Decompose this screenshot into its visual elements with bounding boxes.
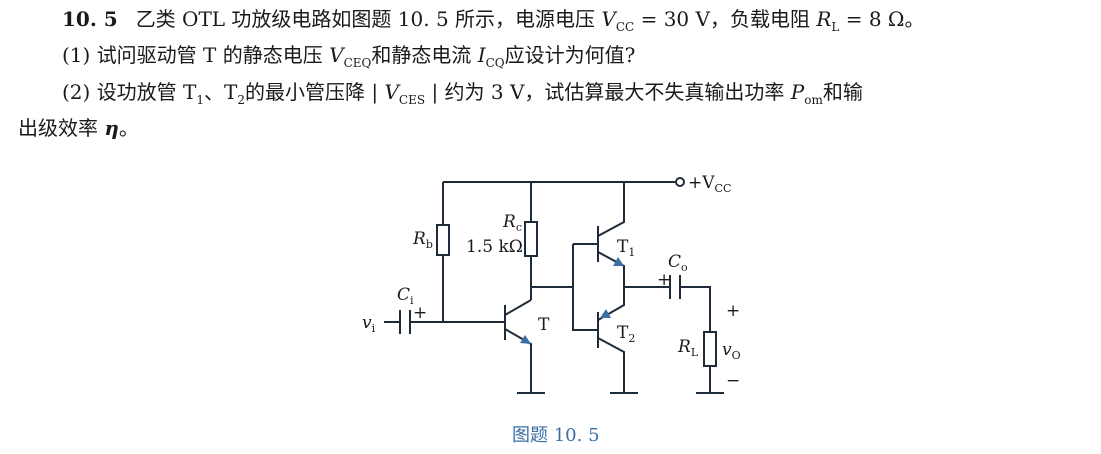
- rl-subscript: L: [831, 20, 840, 34]
- q2-text-b: 、T: [204, 80, 238, 104]
- rc-resistor: [524, 221, 538, 257]
- co-label: Co: [668, 252, 688, 274]
- t-emitter-arrow: [520, 335, 531, 344]
- t1-emitter-arrow: [613, 257, 624, 266]
- rc-value: 1.5 kΩ: [466, 237, 523, 257]
- q2-text-a: (2) 设功放管 T: [62, 80, 197, 104]
- t1-collector: [597, 182, 625, 237]
- t-collector: [504, 299, 532, 316]
- t2-collector: [597, 337, 625, 393]
- rl-label: RL: [677, 337, 699, 359]
- figure-caption: 图题 10. 5: [512, 425, 600, 446]
- question-2-continued: 出级效率 η。: [18, 115, 139, 141]
- t2-subscript: 2: [237, 93, 246, 107]
- q2-text-e: 和输: [822, 80, 863, 104]
- q1-text-c: 应设计为何值?: [504, 43, 636, 67]
- rb-label: Rb: [412, 229, 433, 251]
- t2-emitter: [597, 287, 625, 321]
- intro-text-b: = 30 V，负载电阻: [634, 7, 817, 31]
- t1-emitter: [597, 251, 625, 287]
- q2-text-d: | 约为 3 V，试估算最大不失真输出功率: [425, 80, 791, 104]
- icq-subscript: CQ: [485, 56, 505, 70]
- q1-text-b: 和静态电流: [371, 43, 478, 67]
- q2-text-g: 。: [118, 116, 139, 140]
- vcc-symbol: V: [601, 7, 616, 31]
- intro-text-c: = 8 Ω。: [839, 7, 925, 31]
- pom-subscript: om: [804, 93, 823, 107]
- t1-subscript: 1: [196, 93, 205, 107]
- rl-symbol: R: [816, 7, 832, 31]
- output-wire: [624, 286, 711, 393]
- q2-text-f: 出级效率: [18, 116, 105, 140]
- rc-label: Rc: [502, 212, 522, 234]
- problem-line-1: 10. 5 乙类 OTL 功放级电路如图题 10. 5 所示，电源电压 VCC =…: [62, 6, 924, 40]
- vo-label: vO: [722, 340, 741, 362]
- question-2: (2) 设功放管 T1、T2的最小管压降 | VCES | 约为 3 V，试估算…: [62, 79, 863, 113]
- ci-capacitor: [399, 310, 411, 334]
- base-bus: [572, 244, 598, 331]
- ci-label: Ci: [397, 285, 414, 307]
- co-capacitor: [669, 275, 681, 299]
- vcc-label: +VCC: [688, 173, 731, 195]
- vo-plus: +: [726, 301, 740, 321]
- problem-number: 10. 5: [62, 7, 118, 31]
- q1-text-a: (1) 试问驱动管 T 的静态电压: [62, 43, 330, 67]
- t2-label: T2: [617, 323, 635, 345]
- rl-resistor: [703, 331, 717, 367]
- t-label: T: [538, 315, 550, 335]
- vceq-symbol: V: [329, 43, 344, 67]
- ci-plus: +: [413, 303, 427, 323]
- pom-symbol: P: [790, 80, 805, 104]
- vo-minus: −: [726, 371, 740, 391]
- vces-subscript: CES: [398, 93, 426, 107]
- t1-label: T1: [617, 237, 635, 259]
- co-plus: +: [657, 270, 671, 290]
- icq-symbol: I: [477, 43, 486, 67]
- q2-text-c: 的最小管压降 |: [245, 80, 385, 104]
- intro-text: 乙类 OTL 功放级电路如图题 10. 5 所示，电源电压: [135, 7, 602, 31]
- t2-emitter-arrow: [600, 309, 611, 318]
- question-1: (1) 试问驱动管 T 的静态电压 VCEQ和静态电流 ICQ应设计为何值?: [62, 42, 635, 76]
- vcc-subscript: CC: [615, 20, 635, 34]
- rb-resistor: [436, 224, 450, 256]
- vcc-terminal: [675, 177, 685, 187]
- vces-symbol: V: [384, 80, 399, 104]
- vceq-subscript: CEQ: [343, 56, 372, 70]
- vi-label: vi: [362, 313, 376, 335]
- eta-symbol: η: [104, 116, 119, 140]
